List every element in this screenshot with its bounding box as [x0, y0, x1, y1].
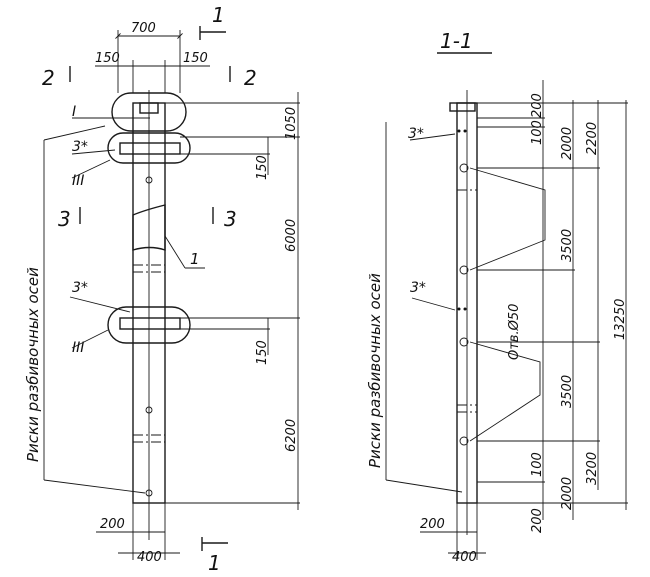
- dim-400-left: 400: [137, 550, 162, 565]
- dim-150-right: 150: [183, 51, 208, 66]
- bracket-upper: [119, 142, 181, 155]
- dim-1050: 1050: [284, 107, 299, 140]
- section-1-bottom-label: 1: [208, 551, 221, 575]
- section-2-right-label: 2: [244, 66, 257, 90]
- dim-100-right-top: 100: [530, 120, 545, 145]
- label-3star-right-upper: 3*: [408, 126, 424, 142]
- hole: [459, 337, 469, 347]
- dim-200-left: 200: [100, 517, 125, 532]
- right-view: 1-1 3* 3* Риски разбивочных осей: [366, 29, 628, 565]
- dim-3500-upper: 3500: [560, 229, 575, 262]
- dim-200-right-bottom: 200: [530, 508, 545, 533]
- dim-150-upper: 150: [255, 155, 270, 180]
- callout-node-I: [111, 92, 187, 132]
- label-3star-right-lower: 3*: [410, 280, 426, 296]
- dim-6200: 6200: [284, 419, 299, 452]
- dim-2000-top: 2000: [560, 127, 575, 160]
- leader-3star-lower: [69, 296, 131, 313]
- hole: [145, 489, 153, 497]
- label-3star-upper: 3*: [72, 139, 88, 155]
- leader-III-lower: [71, 329, 109, 349]
- fastener-dot: [457, 307, 461, 311]
- hole: [459, 163, 469, 173]
- column-cap-right: [449, 102, 476, 112]
- dim-13250: 13250: [613, 299, 628, 340]
- section-title: 1-1: [440, 29, 473, 53]
- dim-200-right: 200: [420, 517, 445, 532]
- hole: [459, 265, 469, 275]
- callout-node-III-lower: [107, 306, 191, 344]
- leader-3star-right-upper: [409, 133, 456, 141]
- label-III-upper: III: [72, 173, 84, 189]
- hole: [145, 406, 153, 414]
- column-cap: [139, 102, 159, 114]
- dim-otv-d50: Отв.Ø50: [507, 304, 522, 360]
- hole: [459, 436, 469, 446]
- bracket-lower: [119, 317, 181, 330]
- leader-3star-right-lower: [411, 297, 456, 311]
- dim-700: 700: [131, 21, 156, 36]
- dim-150-left: 150: [95, 51, 120, 66]
- hole: [145, 176, 153, 184]
- dim-400-right: 400: [452, 550, 477, 565]
- dim-200-right-top: 200: [530, 93, 545, 118]
- leader-1: [164, 235, 186, 269]
- dim-2000-bottom: 2000: [560, 477, 575, 510]
- fastener-dot: [463, 307, 467, 311]
- dim-3500-lower: 3500: [560, 375, 575, 408]
- label-3star-lower: 3*: [72, 280, 88, 296]
- callout-node-III-upper: [107, 132, 191, 164]
- dim-150-lower: 150: [255, 340, 270, 365]
- axes-leader-bottom: [43, 479, 146, 494]
- cut-section: [132, 204, 166, 251]
- axes-caption-left: Риски разбивочных осей: [24, 267, 42, 462]
- axes-leader-bottom-right: [385, 479, 463, 493]
- brace-lower: [469, 341, 541, 442]
- left-view: 700 150 150 1 2 2 3 3 I 3* III 3* III: [24, 3, 300, 575]
- dim-100-right-bottom: 100: [530, 452, 545, 477]
- fastener-dot: [457, 129, 461, 133]
- brace-upper: [469, 167, 546, 271]
- section-3-right-label: 3: [224, 207, 237, 231]
- dim-2200: 2200: [585, 122, 600, 155]
- section-2-left-label: 2: [42, 66, 55, 90]
- label-1: 1: [190, 250, 200, 268]
- section-1-top-label: 1: [212, 3, 225, 27]
- leader-3star-upper: [71, 149, 116, 155]
- dim-6000: 6000: [284, 219, 299, 252]
- dim-3200: 3200: [585, 452, 600, 485]
- section-3-left-label: 3: [58, 207, 71, 231]
- axes-caption-right: Риски разбивочных осей: [366, 273, 384, 468]
- label-node-I: I: [72, 104, 76, 120]
- leader-III-upper: [71, 159, 111, 179]
- axes-leader-top: [43, 125, 106, 141]
- label-III-lower: III: [72, 340, 84, 356]
- fastener-dot: [463, 129, 467, 133]
